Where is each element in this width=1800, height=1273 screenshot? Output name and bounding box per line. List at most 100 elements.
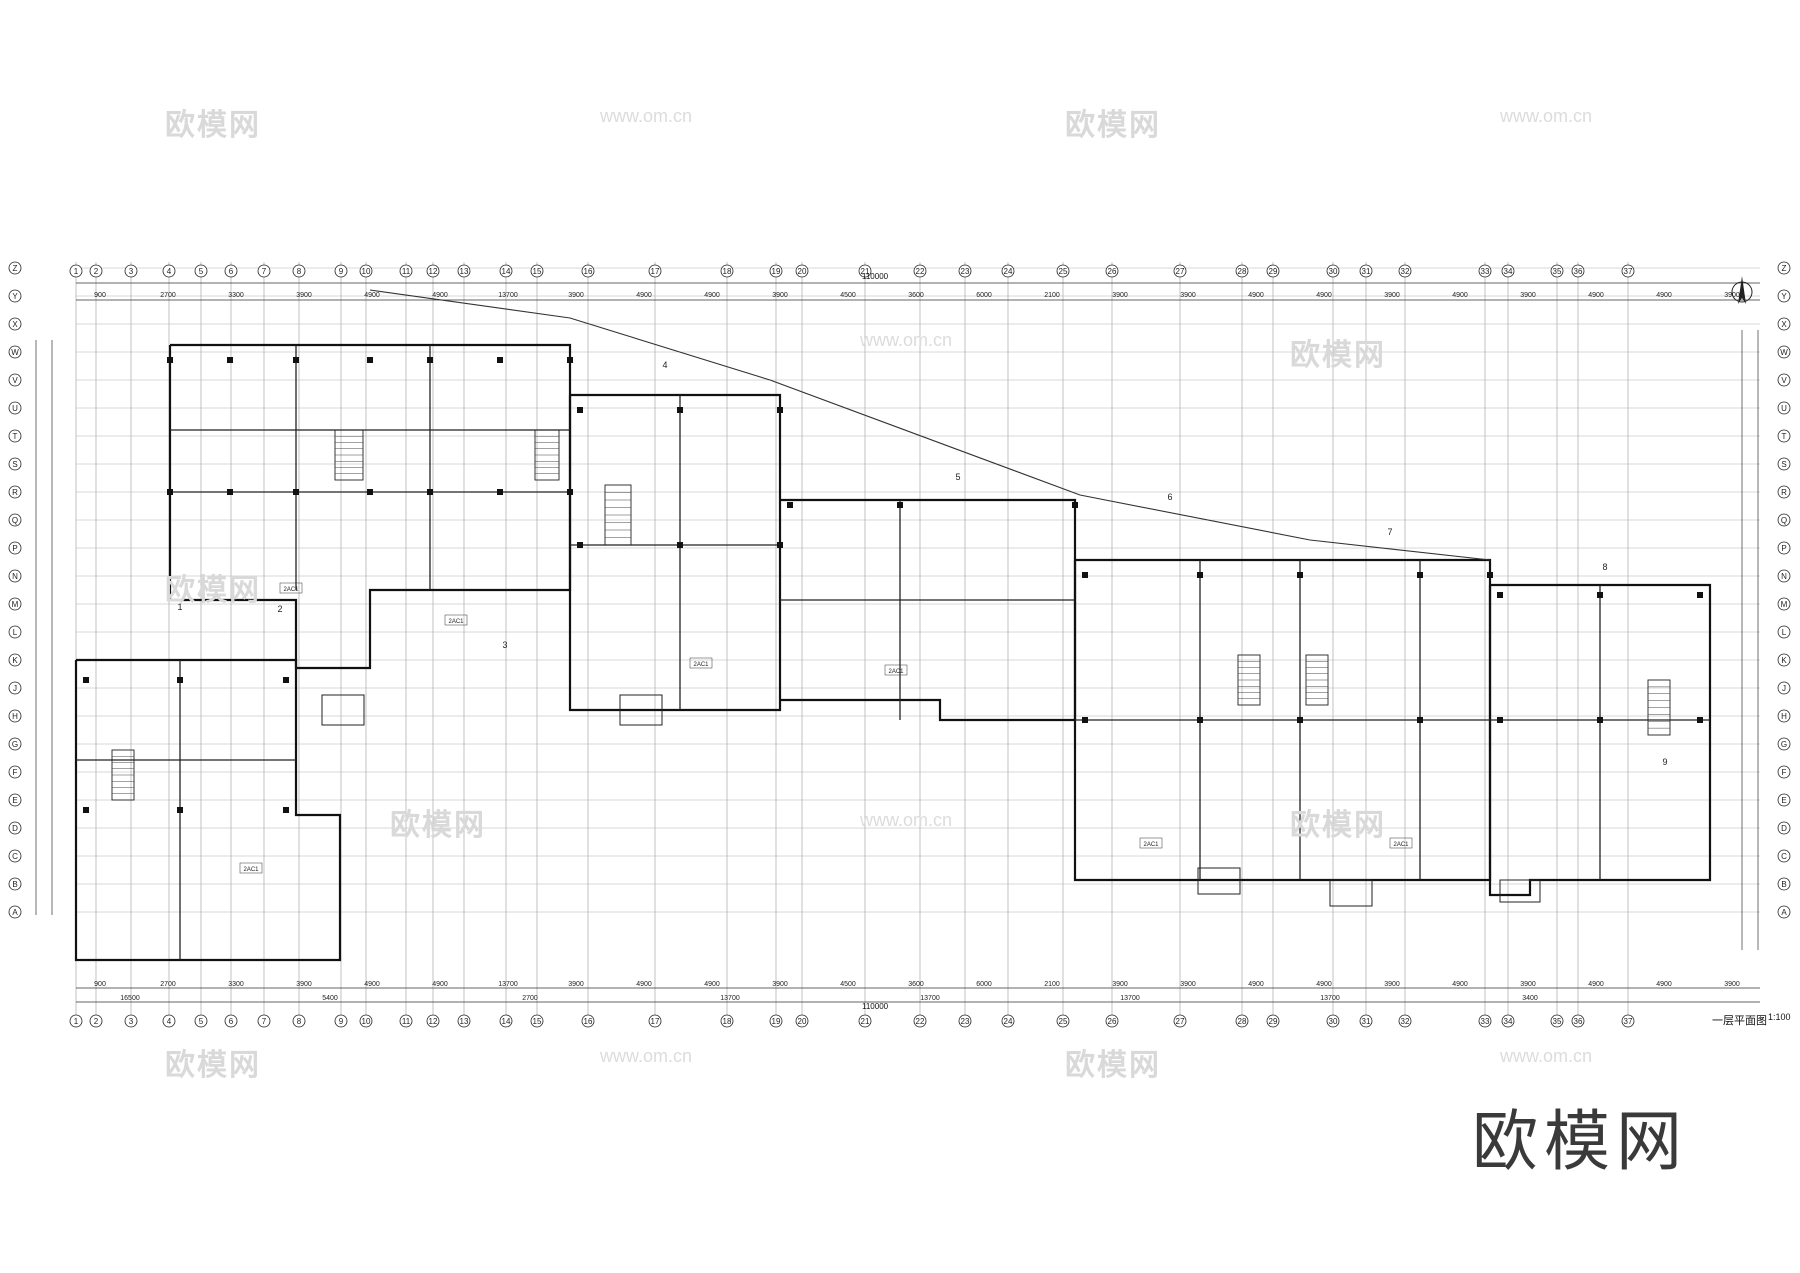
axis-bubble — [1550, 1014, 1564, 1028]
axis-label: L — [1782, 628, 1787, 637]
unit-label: 2AC1 — [283, 587, 299, 593]
entrance-canopy — [1197, 867, 1241, 895]
structural-column — [283, 807, 289, 813]
axis-bubble — [1173, 1014, 1187, 1028]
axis-bubble — [1501, 264, 1515, 278]
axis-label: 23 — [961, 267, 970, 276]
axis-bubble — [1777, 289, 1791, 303]
axis-bubble — [1777, 373, 1791, 387]
structural-column — [427, 489, 433, 495]
axis-label: 34 — [1504, 1017, 1513, 1026]
structural-column — [177, 807, 183, 813]
axis-bubble — [359, 1014, 373, 1028]
dimension-label: 4900 — [704, 981, 720, 988]
axis-bubble — [1777, 457, 1791, 471]
entrance-canopy — [1329, 879, 1373, 907]
axis-bubble — [1777, 401, 1791, 415]
axis-bubble — [8, 709, 22, 723]
axis-bubble — [1621, 264, 1635, 278]
axis-bubble — [457, 1014, 471, 1028]
dimension-label: 4900 — [364, 292, 380, 299]
axis-label: 35 — [1553, 1017, 1562, 1026]
axis-label: 12 — [429, 1017, 438, 1026]
dimension-label: 4900 — [1316, 981, 1332, 988]
axis-label: E — [12, 796, 17, 805]
axis-label: W — [11, 348, 19, 357]
structural-column — [227, 489, 233, 495]
structural-column — [177, 677, 183, 683]
axis-bubble — [1105, 1014, 1119, 1028]
axis-label: 22 — [916, 267, 925, 276]
axis-bubble — [8, 429, 22, 443]
structural-column — [787, 502, 793, 508]
axis-bubble — [224, 1014, 238, 1028]
axis-bubble — [124, 264, 138, 278]
axis-label: K — [1781, 656, 1787, 665]
structural-column — [1082, 572, 1088, 578]
axis-label: 10 — [362, 267, 371, 276]
dimension-label: 900 — [94, 292, 106, 299]
axis-bubble — [913, 1014, 927, 1028]
axis-bubble — [720, 1014, 734, 1028]
axis-label: 31 — [1362, 1017, 1371, 1026]
axis-bubble — [194, 1014, 208, 1028]
axis-label: G — [12, 740, 18, 749]
axis-bubble — [1001, 1014, 1015, 1028]
axis-bubble — [292, 264, 306, 278]
entrance-canopy — [619, 694, 663, 726]
axis-label: W — [1780, 348, 1788, 357]
axis-bubble — [530, 264, 544, 278]
axis-bubble — [1777, 569, 1791, 583]
axis-bubble — [1478, 1014, 1492, 1028]
axis-bubble — [8, 737, 22, 751]
section-mark: 6 — [1167, 492, 1172, 502]
axis-label: 18 — [723, 267, 732, 276]
axis-label: 29 — [1269, 1017, 1278, 1026]
axis-bubble — [581, 264, 595, 278]
axis-bubble — [1501, 1014, 1515, 1028]
axis-label: 13 — [460, 1017, 469, 1026]
structural-column — [1297, 717, 1303, 723]
axis-bubble — [124, 1014, 138, 1028]
structural-column — [1597, 717, 1603, 723]
structural-column — [497, 489, 503, 495]
axis-label: 7 — [262, 267, 267, 276]
dimension-label: 4900 — [364, 981, 380, 988]
axis-bubble — [8, 345, 22, 359]
dimension-label: 3900 — [1520, 981, 1536, 988]
axis-label: X — [1781, 320, 1787, 329]
dimension-label: 3900 — [296, 292, 312, 299]
axis-bubble — [1777, 597, 1791, 611]
axis-label: N — [12, 572, 18, 581]
structural-column — [567, 489, 573, 495]
wall-outline — [568, 393, 782, 712]
entrance-canopy — [321, 694, 365, 726]
axis-bubble — [648, 264, 662, 278]
axis-label: 18 — [723, 1017, 732, 1026]
structural-column — [227, 357, 233, 363]
axis-label: 24 — [1004, 1017, 1013, 1026]
axis-bubble — [8, 513, 22, 527]
axis-bubble — [8, 289, 22, 303]
axis-label: 34 — [1504, 267, 1513, 276]
dimension-label: 4500 — [840, 292, 856, 299]
axis-label: 6 — [229, 1017, 234, 1026]
structural-column — [1072, 502, 1078, 508]
dimension-label: 4900 — [1248, 981, 1264, 988]
dimension-label: 3900 — [1520, 292, 1536, 299]
structural-column — [283, 677, 289, 683]
axis-label: A — [12, 908, 18, 917]
dimension-label: 4500 — [840, 981, 856, 988]
section-mark: 3 — [502, 640, 507, 650]
axis-bubble — [1398, 1014, 1412, 1028]
axis-bubble — [1777, 485, 1791, 499]
dimension-label: 900 — [94, 981, 106, 988]
unit-tag — [1389, 837, 1413, 849]
axis-label: 2 — [94, 1017, 99, 1026]
axis-label: N — [1781, 572, 1787, 581]
axis-bubble — [1777, 513, 1791, 527]
axis-bubble — [858, 264, 872, 278]
structural-column — [367, 489, 373, 495]
axis-bubble — [1777, 261, 1791, 275]
axis-label: 19 — [772, 267, 781, 276]
